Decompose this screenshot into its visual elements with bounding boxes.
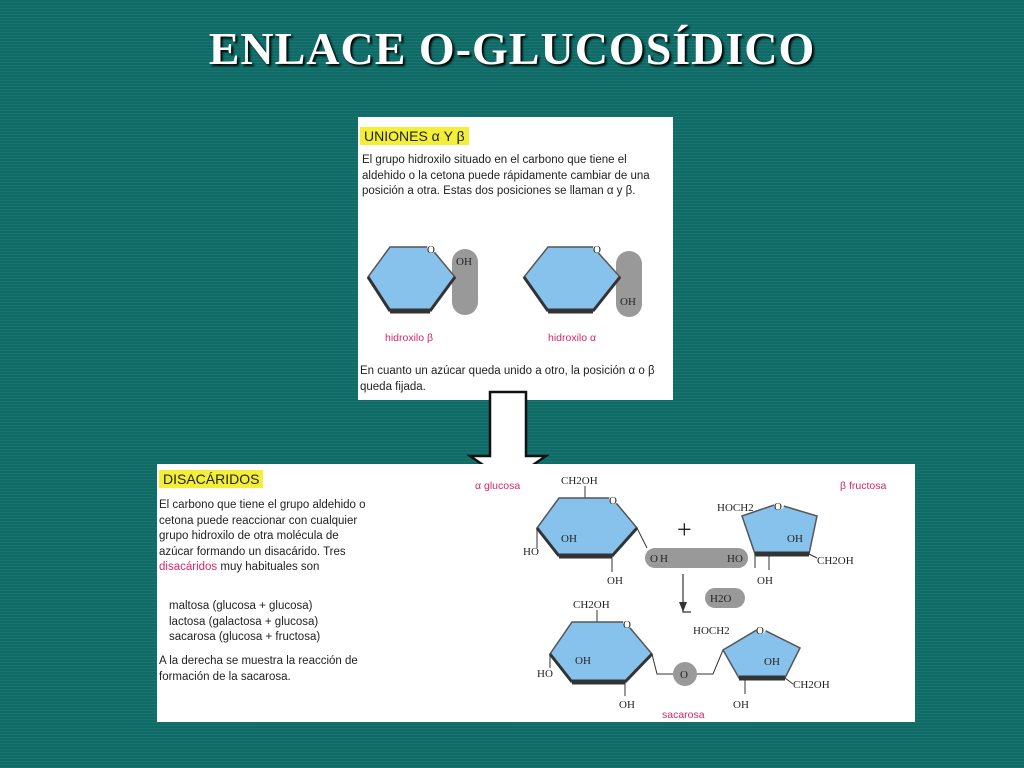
water-product: H2O (710, 593, 731, 605)
glucose-bottom-oh: OH (607, 575, 623, 587)
water-product-capsule (705, 588, 745, 608)
product-glucose-bottom-oh: OH (619, 699, 635, 711)
product-fructose-bottom-oh: OH (733, 699, 749, 711)
beta-oh-capsule (452, 249, 478, 315)
body-text-highlight: disacáridos (159, 561, 218, 573)
product-fructose-oxygen: O (756, 625, 764, 637)
fructose-reactant: HOCH2 O OH CH2OH OH (717, 500, 854, 587)
product-ch2oh: CH2OH (573, 599, 610, 611)
alpha-beta-heading: UNIONES α Y β (360, 127, 469, 145)
anomer-diagram: O OH O OH (366, 243, 642, 317)
product-glucose-ho: HO (537, 668, 553, 680)
slide-title: ENLACE O-GLUCOSÍDICO (208, 23, 816, 74)
body-text-end: muy habituales son (217, 561, 320, 573)
sucrose-reaction-diagram: CH2OH O OH HO OH + O H HO HOCH2 O (523, 475, 854, 711)
label-beta-fructose: β fructosa (840, 480, 887, 492)
capsule-oh: O (650, 553, 658, 565)
disaccharides-heading: DISACÁRIDOS (159, 470, 264, 488)
list-item: maltosa (glucosa + glucosa) (169, 600, 313, 612)
alpha-beta-panel: UNIONES α Y β El grupo hidroxilo situado… (358, 117, 673, 400)
glucose-ch2oh: CH2OH (561, 475, 598, 487)
fructose-ho: HO (727, 553, 743, 565)
plus-sign: + (677, 515, 692, 544)
beta-ring-oxygen: O (427, 244, 435, 256)
product-hoch2: HOCH2 (693, 625, 730, 637)
beta-oh: OH (456, 256, 472, 268)
beta-anomer-ring: O OH (366, 243, 478, 315)
sucrose-glucose-unit: CH2OH O OH HO OH (537, 599, 654, 711)
capsule-h: H (660, 553, 668, 565)
label-sucrose: sacarosa (662, 709, 705, 721)
glucose-oh: OH (561, 533, 577, 545)
fructose-hoch2: HOCH2 (717, 502, 754, 514)
product-glucose-oh: OH (575, 655, 591, 667)
label-alpha-hydroxyl: hidroxilo α (548, 332, 597, 344)
product-glucose-oxygen: O (623, 619, 631, 631)
disaccharides-footer: A la derecha se muestra la reacción de f… (159, 655, 358, 683)
alpha-oh: OH (620, 296, 636, 308)
glucose-reactant: CH2OH O OH HO OH (523, 475, 648, 587)
alpha-oh-capsule (616, 251, 642, 317)
alpha-beta-footer: En cuanto un azúcar queda unido a otro, … (360, 365, 655, 393)
product-fructose-oh: OH (764, 656, 780, 668)
list-item: sacarosa (glucosa + fructosa) (169, 631, 321, 643)
glycosidic-oxygen: O (680, 669, 688, 681)
water-capsule (645, 548, 748, 568)
fructose-ch2oh: CH2OH (817, 555, 854, 567)
fructose-bottom-oh: OH (757, 575, 773, 587)
alpha-ring-oxygen: O (593, 244, 601, 256)
disaccharides-panel: DISACÁRIDOS El carbono que tiene el grup… (157, 464, 915, 722)
label-beta-hydroxyl: hidroxilo β (385, 332, 434, 344)
product-fructose-ch2oh: CH2OH (793, 679, 830, 691)
glycosidic-oxygen-circle (673, 662, 697, 686)
disaccharides-body: El carbono que tiene el grupo aldehido o… (159, 498, 374, 576)
sucrose-fructose-unit: HOCH2 O OH CH2OH OH (693, 624, 830, 711)
label-alpha-glucose: α glucosa (475, 480, 521, 492)
body-text-start: El carbono que tiene el grupo aldehido o… (159, 499, 366, 558)
alpha-beta-body: El grupo hidroxilo situado en el carbono… (362, 154, 650, 197)
glucose-ho: HO (523, 546, 539, 558)
alpha-anomer-ring: O OH (522, 243, 642, 317)
glucose-ring-oxygen: O (609, 495, 617, 507)
disaccharide-list: maltosa (glucosa + glucosa) lactosa (gal… (169, 599, 320, 646)
list-item: lactosa (galactosa + glucosa) (169, 615, 319, 628)
fructose-ring-oxygen: O (774, 501, 782, 513)
fructose-oh: OH (787, 533, 803, 545)
